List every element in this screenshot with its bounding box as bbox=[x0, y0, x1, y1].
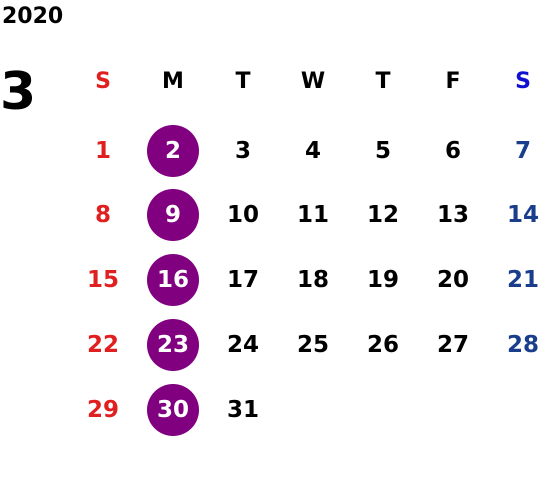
day-number: 21 bbox=[506, 267, 539, 293]
day-cell[interactable]: 3 bbox=[213, 126, 273, 176]
weekday-header-tue: T bbox=[235, 68, 251, 94]
day-cell[interactable]: 26 bbox=[353, 320, 413, 370]
day-number: 16 bbox=[147, 254, 199, 306]
day-cell[interactable]: 24 bbox=[213, 320, 273, 370]
marked-day-cell[interactable]: 23 bbox=[143, 319, 203, 371]
year-label: 2020 bbox=[2, 4, 64, 29]
weekday-header-wed: W bbox=[300, 68, 326, 94]
day-number: 30 bbox=[147, 384, 199, 436]
day-number: 28 bbox=[506, 332, 539, 358]
day-cell[interactable]: 14 bbox=[493, 190, 548, 240]
day-number: 13 bbox=[436, 202, 469, 228]
weekday-header-mon: M bbox=[162, 68, 184, 94]
day-number: 24 bbox=[226, 332, 259, 358]
day-number: 11 bbox=[296, 202, 329, 228]
day-cell[interactable]: 11 bbox=[283, 190, 343, 240]
day-cell[interactable]: 13 bbox=[423, 190, 483, 240]
day-number: 29 bbox=[86, 397, 119, 423]
day-cell[interactable]: 12 bbox=[353, 190, 413, 240]
day-number: 20 bbox=[436, 267, 469, 293]
day-cell[interactable]: 22 bbox=[73, 320, 133, 370]
marked-day-cell[interactable]: 2 bbox=[143, 125, 203, 177]
day-number: 5 bbox=[374, 138, 391, 164]
day-cell[interactable]: 10 bbox=[213, 190, 273, 240]
day-cell[interactable]: 7 bbox=[493, 126, 548, 176]
day-cell[interactable]: 6 bbox=[423, 126, 483, 176]
day-number: 3 bbox=[234, 138, 251, 164]
day-number: 12 bbox=[366, 202, 399, 228]
weekday-header-sat: S bbox=[515, 68, 531, 94]
day-number: 25 bbox=[296, 332, 329, 358]
weekday-header-sun: S bbox=[95, 68, 111, 94]
day-cell[interactable]: 15 bbox=[73, 255, 133, 305]
day-number: 31 bbox=[226, 397, 259, 423]
day-number: 19 bbox=[366, 267, 399, 293]
day-number: 15 bbox=[86, 267, 119, 293]
day-number: 27 bbox=[436, 332, 469, 358]
weekday-header-fri: F bbox=[445, 68, 461, 94]
marked-day-cell[interactable]: 9 bbox=[143, 189, 203, 241]
day-number: 23 bbox=[147, 319, 199, 371]
day-number: 9 bbox=[147, 189, 199, 241]
day-number: 7 bbox=[514, 138, 531, 164]
day-number: 26 bbox=[366, 332, 399, 358]
month-number: 3 bbox=[0, 62, 37, 122]
day-cell[interactable]: 20 bbox=[423, 255, 483, 305]
day-cell[interactable]: 1 bbox=[73, 126, 133, 176]
marked-day-cell[interactable]: 30 bbox=[143, 384, 203, 436]
day-number: 18 bbox=[296, 267, 329, 293]
day-cell[interactable]: 18 bbox=[283, 255, 343, 305]
weekday-header-thu: T bbox=[375, 68, 391, 94]
day-number: 10 bbox=[226, 202, 259, 228]
day-number: 4 bbox=[304, 138, 321, 164]
day-cell[interactable]: 8 bbox=[73, 190, 133, 240]
day-cell[interactable]: 21 bbox=[493, 255, 548, 305]
day-number: 2 bbox=[147, 125, 199, 177]
day-number: 1 bbox=[94, 138, 111, 164]
day-cell[interactable]: 5 bbox=[353, 126, 413, 176]
day-number: 22 bbox=[86, 332, 119, 358]
day-cell[interactable]: 4 bbox=[283, 126, 343, 176]
day-cell[interactable]: 25 bbox=[283, 320, 343, 370]
day-cell[interactable]: 27 bbox=[423, 320, 483, 370]
day-cell[interactable]: 19 bbox=[353, 255, 413, 305]
day-cell[interactable]: 28 bbox=[493, 320, 548, 370]
day-number: 14 bbox=[506, 202, 539, 228]
day-number: 8 bbox=[94, 202, 111, 228]
day-number: 17 bbox=[226, 267, 259, 293]
day-cell[interactable]: 17 bbox=[213, 255, 273, 305]
marked-day-cell[interactable]: 16 bbox=[143, 254, 203, 306]
day-cell[interactable]: 29 bbox=[73, 385, 133, 435]
day-number: 6 bbox=[444, 138, 461, 164]
day-cell[interactable]: 31 bbox=[213, 385, 273, 435]
